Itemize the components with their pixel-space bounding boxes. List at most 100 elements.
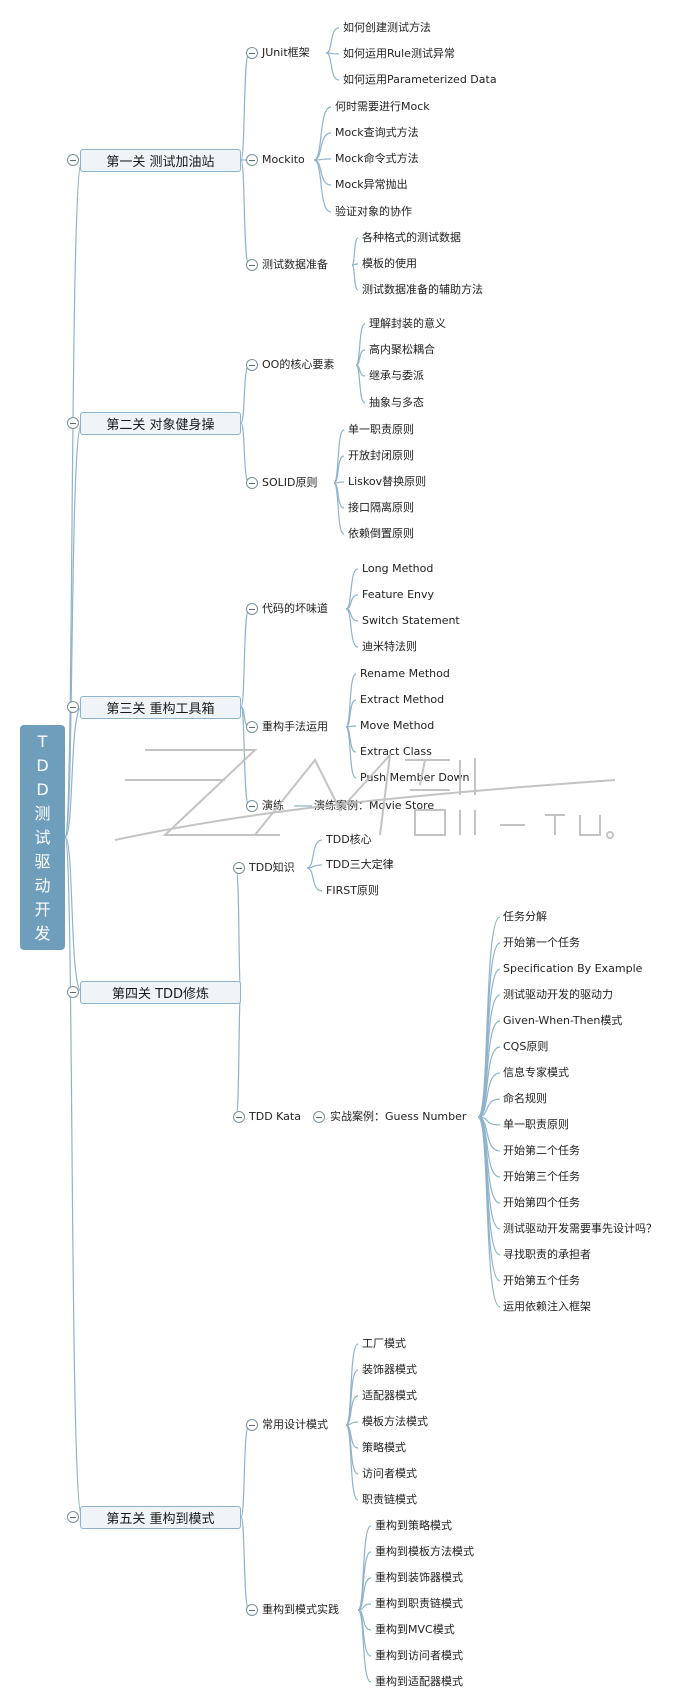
leaf-node[interactable]: 重构到职责链模式 (375, 1597, 463, 1610)
leaf-node[interactable]: CQS原则 (503, 1040, 549, 1053)
collapse-toggle-icon[interactable] (246, 1604, 258, 1616)
leaf-node[interactable]: 开始第一个任务 (503, 936, 580, 949)
collapse-toggle-icon[interactable] (67, 154, 79, 166)
leaf-node[interactable]: 寻找职责的承担者 (503, 1248, 591, 1261)
leaf-node[interactable]: Mock异常抛出 (335, 178, 408, 191)
leaf-node[interactable]: 重构到模板方法模式 (375, 1545, 474, 1558)
level2-node[interactable]: OO的核心要素 (262, 358, 335, 371)
leaf-node[interactable]: 策略模式 (362, 1441, 406, 1454)
level2-node[interactable]: 常用设计模式 (262, 1418, 328, 1431)
collapse-toggle-icon[interactable] (67, 701, 79, 713)
leaf-node[interactable]: 测试驱动开发需要事先设计吗？ (503, 1222, 657, 1235)
level2-node[interactable]: TDD Kata (249, 1110, 301, 1123)
leaf-node[interactable]: 测试数据准备的辅助方法 (362, 283, 483, 296)
leaf-node[interactable]: 运用依赖注入框架 (503, 1300, 591, 1313)
leaf-node[interactable]: Feature Envy (362, 588, 435, 601)
leaf-node[interactable]: Extract Method (360, 693, 445, 706)
leaf-node[interactable]: 验证对象的协作 (335, 205, 412, 218)
level2-node[interactable]: 代码的坏味道 (262, 602, 328, 615)
collapse-toggle-icon[interactable] (67, 986, 79, 998)
leaf-node[interactable]: 重构到适配器模式 (375, 1675, 463, 1688)
leaf-node[interactable]: 开始第三个任务 (503, 1170, 580, 1183)
leaf-node[interactable]: Rename Method (360, 667, 450, 680)
leaf-node[interactable]: 重构到访问者模式 (375, 1649, 463, 1662)
collapse-toggle-icon[interactable] (233, 1111, 245, 1123)
collapse-toggle-icon[interactable] (246, 154, 258, 166)
leaf-node[interactable]: 访问者模式 (362, 1467, 417, 1480)
collapse-toggle-icon[interactable] (246, 359, 258, 371)
leaf-node[interactable]: Given-When-Then模式 (503, 1014, 623, 1027)
leaf-node[interactable]: Push Member Down (360, 771, 470, 784)
leaf-node[interactable]: 如何创建测试方法 (343, 21, 431, 34)
level2-node[interactable]: TDD知识 (249, 861, 295, 874)
leaf-node[interactable]: 信息专家模式 (503, 1066, 569, 1079)
leaf-node[interactable]: 重构到装饰器模式 (375, 1571, 463, 1584)
level2-node[interactable]: 重构到模式实践 (262, 1603, 339, 1616)
leaf-node[interactable]: 模板的使用 (362, 257, 417, 270)
level1-node[interactable]: 第四关 TDD修炼 (80, 981, 241, 1004)
leaf-node[interactable]: 职责链模式 (362, 1493, 417, 1506)
leaf-node[interactable]: 何时需要进行Mock (335, 100, 430, 113)
leaf-node[interactable]: TDD核心 (326, 833, 372, 846)
level1-node[interactable]: 第五关 重构到模式 (80, 1506, 241, 1529)
level2-node[interactable]: SOLID原则 (262, 476, 318, 489)
level2-node[interactable]: 演练 (262, 799, 284, 812)
level1-node[interactable]: 第三关 重构工具箱 (80, 696, 241, 719)
leaf-node[interactable]: Mock查询式方法 (335, 126, 419, 139)
level2-node[interactable]: 重构手法运用 (262, 720, 328, 733)
collapse-toggle-icon[interactable] (246, 1419, 258, 1431)
level2-node[interactable]: 测试数据准备 (262, 258, 328, 271)
leaf-node[interactable]: 单一职责原则 (348, 423, 414, 436)
level2-node[interactable]: Mockito (262, 153, 305, 166)
level3-node[interactable]: 实战案例：Guess Number (330, 1110, 467, 1123)
leaf-node[interactable]: 开始第五个任务 (503, 1274, 580, 1287)
leaf-node[interactable]: Liskov替换原则 (348, 475, 427, 488)
leaf-node[interactable]: 单一职责原则 (503, 1118, 569, 1131)
collapse-toggle-icon[interactable] (67, 417, 79, 429)
leaf-node[interactable]: Extract Class (360, 745, 432, 758)
leaf-node[interactable]: 工厂模式 (362, 1337, 406, 1350)
leaf-node[interactable]: 抽象与多态 (369, 396, 424, 409)
leaf-node[interactable]: 接口隔离原则 (348, 501, 414, 514)
collapse-toggle-icon[interactable] (233, 862, 245, 874)
leaf-node[interactable]: FIRST原则 (326, 884, 379, 897)
leaf-node[interactable]: 命名规则 (503, 1092, 547, 1105)
leaf-node[interactable]: 理解封装的意义 (369, 317, 446, 330)
leaf-node[interactable]: Move Method (360, 719, 435, 732)
collapse-toggle-icon[interactable] (246, 800, 258, 812)
leaf-node[interactable]: 迪米特法则 (362, 640, 417, 653)
leaf-node[interactable]: 适配器模式 (362, 1389, 417, 1402)
level2-node[interactable]: JUnit框架 (262, 46, 310, 59)
level3-node[interactable]: 演练案例：Movie Store (314, 799, 435, 812)
collapse-toggle-icon[interactable] (246, 721, 258, 733)
leaf-node[interactable]: 高内聚松耦合 (369, 343, 435, 356)
leaf-node[interactable]: Specification By Example (503, 962, 643, 975)
collapse-toggle-icon[interactable] (246, 47, 258, 59)
leaf-node[interactable]: 各种格式的测试数据 (362, 231, 461, 244)
leaf-node[interactable]: 测试驱动开发的驱动力 (503, 988, 613, 1001)
leaf-node[interactable]: Long Method (362, 562, 434, 575)
collapse-toggle-icon[interactable] (67, 1511, 79, 1523)
collapse-toggle-icon[interactable] (246, 259, 258, 271)
leaf-node[interactable]: 依赖倒置原则 (348, 527, 414, 540)
leaf-node[interactable]: 开始第四个任务 (503, 1196, 580, 1209)
leaf-node[interactable]: 开放封闭原则 (348, 449, 414, 462)
leaf-node[interactable]: 如何运用Parameterized Data (343, 73, 497, 86)
leaf-node[interactable]: 模板方法模式 (362, 1415, 428, 1428)
leaf-node[interactable]: 重构到MVC模式 (375, 1623, 455, 1636)
leaf-node[interactable]: 任务分解 (503, 910, 547, 923)
leaf-node[interactable]: 如何运用Rule测试异常 (343, 47, 455, 60)
leaf-node[interactable]: Switch Statement (362, 614, 460, 627)
leaf-node[interactable]: TDD三大定律 (326, 858, 394, 871)
leaf-node[interactable]: 装饰器模式 (362, 1363, 417, 1376)
collapse-toggle-icon[interactable] (246, 477, 258, 489)
leaf-node[interactable]: 开始第二个任务 (503, 1144, 580, 1157)
collapse-toggle-icon[interactable] (313, 1111, 325, 1123)
leaf-node[interactable]: Mock命令式方法 (335, 152, 419, 165)
level1-node[interactable]: 第一关 测试加油站 (80, 149, 241, 172)
level1-node[interactable]: 第二关 对象健身操 (80, 412, 241, 435)
leaf-node[interactable]: 继承与委派 (369, 369, 424, 382)
collapse-toggle-icon[interactable] (246, 603, 258, 615)
leaf-node[interactable]: 重构到策略模式 (375, 1519, 452, 1532)
